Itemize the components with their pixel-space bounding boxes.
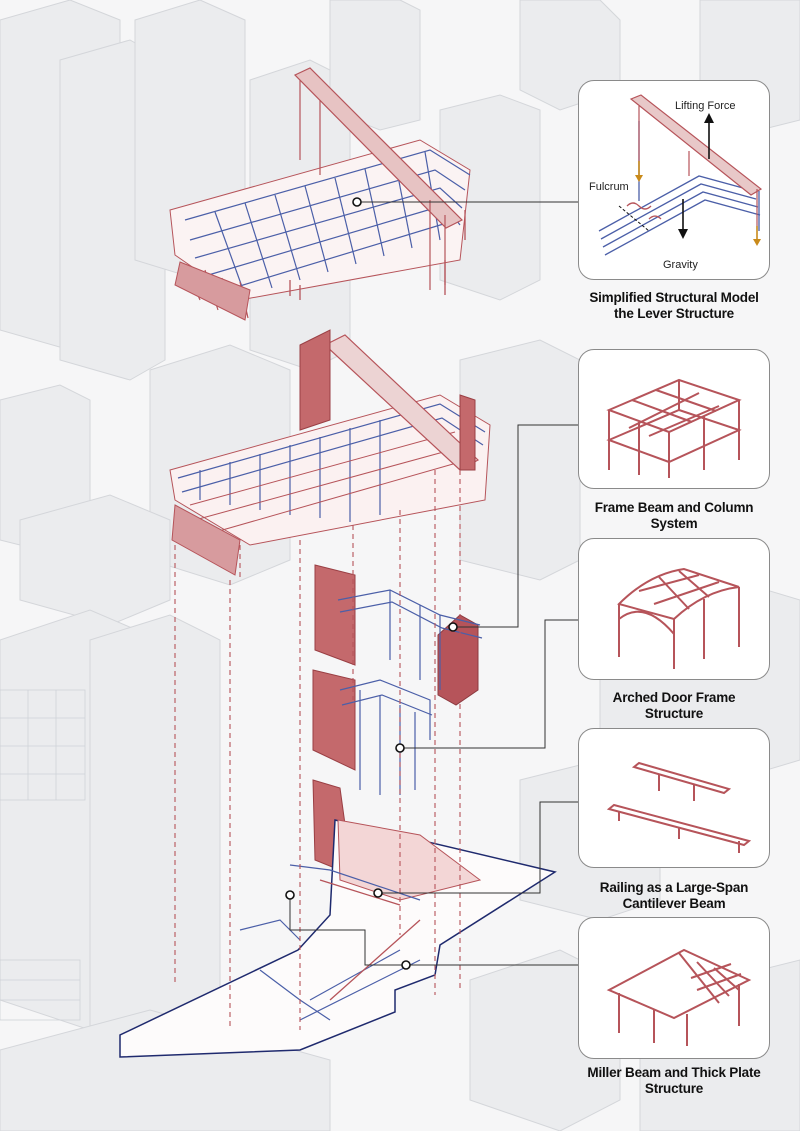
lever-model-drawing (598, 94, 763, 256)
caption-frame-beam-column: Frame Beam and Column System (568, 500, 780, 532)
ground-plan (119, 819, 557, 1058)
gravity-label: Gravity (663, 259, 698, 271)
panel-frame-beam-column (578, 349, 770, 489)
caption-line: Railing as a Large-Span (599, 880, 749, 895)
caption-line: Frame Beam and Column (594, 500, 754, 515)
caption-lever-model: Simplified Structural Model the Lever St… (568, 290, 780, 322)
railing-beam-drawing (606, 761, 752, 853)
caption-line: Cantilever Beam (622, 896, 726, 911)
arched-frame-drawing (617, 567, 740, 669)
caption-railing-cantilever: Railing as a Large-Span Cantilever Beam (568, 880, 780, 912)
roof-frame-layer (169, 329, 491, 576)
panel-lever-model: Lifting Force Fulcrum Gravity (578, 80, 770, 280)
caption-line: Miller Beam and Thick Plate (587, 1065, 761, 1080)
projection-lines (174, 470, 461, 1030)
walls-and-frames (312, 564, 483, 876)
fulcrum-label: Fulcrum (589, 181, 629, 193)
lifting-force-label: Lifting Force (675, 100, 736, 112)
caption-arched-door-frame: Arched Door Frame Structure (568, 690, 780, 722)
caption-line: Structure (644, 1081, 704, 1096)
caption-line: Simplified Structural Model (589, 290, 759, 305)
caption-line: Arched Door Frame (612, 690, 736, 705)
panel-railing-cantilever (578, 728, 770, 868)
panel-miller-beam (578, 917, 770, 1059)
context-grid (0, 689, 86, 1021)
panel-arched-door-frame (578, 538, 770, 680)
caption-line: the Lever Structure (614, 306, 734, 321)
frame-system-drawing (606, 378, 742, 478)
miller-beam-drawing (606, 948, 752, 1046)
caption-miller-beam: Miller Beam and Thick Plate Structure (568, 1065, 780, 1097)
caption-line: Structure (644, 706, 704, 721)
leader-lines (289, 201, 578, 966)
caption-line: System (650, 516, 698, 531)
leader-dots (285, 197, 458, 970)
lever-structure-layer (169, 67, 471, 321)
